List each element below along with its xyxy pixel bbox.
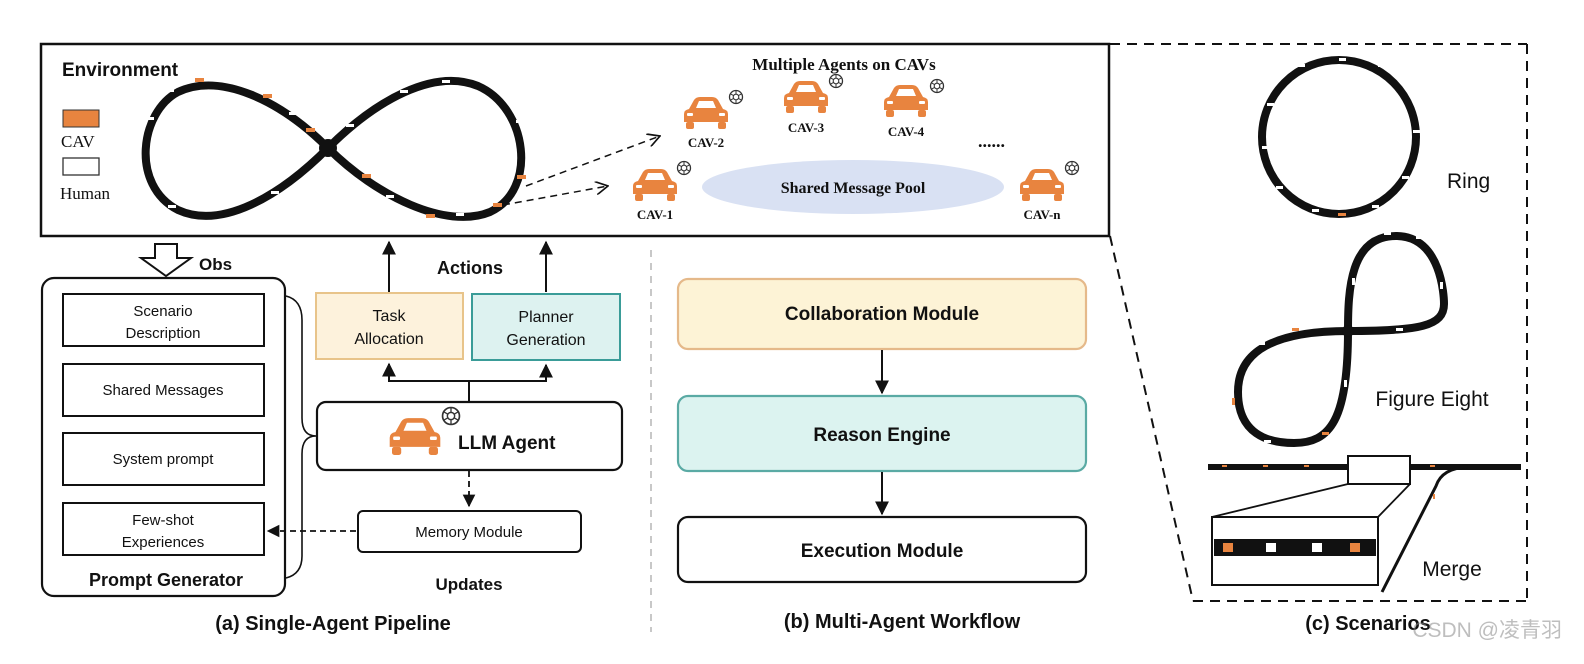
planner-generation-box <box>471 293 621 361</box>
cav-legend-label: CAV <box>61 132 95 151</box>
obs-label: Obs <box>199 255 232 274</box>
env-to-cav1-arrow <box>502 186 608 206</box>
cav-3-label: CAV-3 <box>788 120 825 135</box>
reason-engine-box <box>676 394 1088 473</box>
agent-to-task-arrow <box>382 362 470 401</box>
task-allocation-line1: Task <box>373 308 407 325</box>
system-prompt-label: System prompt <box>113 451 215 468</box>
figure-eight-track-large <box>141 76 526 221</box>
memory-module-label: Memory Module <box>415 524 523 541</box>
task-allocation-line2: Allocation <box>354 331 423 348</box>
agent-to-planner-arrow <box>469 363 553 382</box>
llm-agent-gpt-icon <box>441 406 461 426</box>
collaboration-module-box <box>676 277 1088 351</box>
human-legend-label: Human <box>60 184 111 203</box>
shared-messages-label: Shared Messages <box>103 382 224 399</box>
obs-arrow <box>137 243 195 278</box>
csdn-watermark: CSDN @凌青羽 <box>1412 619 1562 642</box>
memory-module-box <box>357 510 582 553</box>
shared-message-pool <box>702 160 1004 214</box>
execution-module-box <box>676 515 1088 584</box>
scenarios-caption: (c) Scenarios <box>1305 613 1431 635</box>
planner-generation-line1: Planner <box>518 309 574 326</box>
ring-track <box>1258 56 1420 218</box>
cav-1-label: CAV-1 <box>637 207 673 222</box>
task-allocation-box <box>315 292 464 360</box>
system-prompt-box <box>62 432 265 486</box>
collaboration-module-label: Collaboration Module <box>785 304 979 325</box>
scenario-description-line1: Scenario <box>133 303 192 320</box>
actions-label: Actions <box>437 258 503 278</box>
few-shot-experiences-box <box>62 502 265 556</box>
multi-agents-title: Multiple Agents on CAVs <box>752 55 936 74</box>
single-agent-caption: (a) Single-Agent Pipeline <box>215 613 451 635</box>
llm-agent-label: LLM Agent <box>458 433 556 454</box>
execution-module-label: Execution Module <box>801 541 964 562</box>
shared-messages-box <box>62 363 265 417</box>
figure-eight-track-small <box>1232 231 1449 448</box>
scenario-description-box <box>62 293 265 347</box>
merge-label: Merge <box>1422 558 1482 581</box>
figure-eight-label: Figure Eight <box>1375 388 1488 411</box>
cav-n-label: CAV-n <box>1023 207 1061 222</box>
merge-track <box>1208 455 1521 593</box>
scenario-frame-diagonal <box>1109 235 1194 602</box>
scenario-description-line2: Description <box>125 325 200 342</box>
few-shot-line2: Experiences <box>122 534 205 551</box>
environment-title: Environment <box>62 60 179 81</box>
multi-agent-caption: (b) Multi-Agent Workflow <box>784 611 1021 633</box>
prompt-brace <box>285 295 317 579</box>
cav-legend-swatch <box>62 109 100 128</box>
cav-agents: CAV-1 CAV-2 CAV-3 CAV-4 ...... CAV-n <box>633 73 1080 222</box>
human-legend-swatch <box>62 157 100 176</box>
updates-label: Updates <box>435 575 502 594</box>
planner-generation-line2: Generation <box>506 332 585 349</box>
ring-label: Ring <box>1447 170 1490 193</box>
cav-4-label: CAV-4 <box>888 124 925 139</box>
cav-ellipsis: ...... <box>978 131 1005 151</box>
cav-2-label: CAV-2 <box>688 135 724 150</box>
reason-engine-label: Reason Engine <box>813 425 950 446</box>
shared-message-pool-label: Shared Message Pool <box>781 180 926 197</box>
few-shot-line1: Few-shot <box>132 512 195 529</box>
prompt-generator-label: Prompt Generator <box>89 570 243 590</box>
